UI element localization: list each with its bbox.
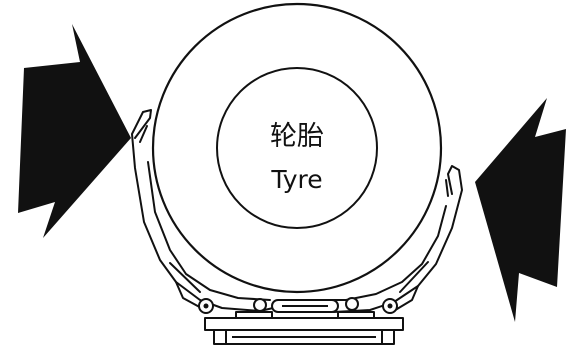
tyre-label-english: Tyre (270, 165, 322, 194)
left-arrow-icon (18, 24, 131, 238)
hinge-pin-left-inner (253, 298, 267, 312)
tyre: 轮胎 Tyre (151, 2, 443, 294)
hinge-pin-right-inner (345, 297, 359, 311)
left-clamp-arm (131, 109, 289, 312)
tyre-inner-circle (216, 67, 378, 229)
base-plate-top (204, 317, 404, 331)
centre-link (271, 299, 339, 313)
right-arrow-icon (475, 98, 566, 322)
base-plate (204, 311, 404, 345)
tyre-label-chinese: 轮胎 (270, 121, 324, 152)
